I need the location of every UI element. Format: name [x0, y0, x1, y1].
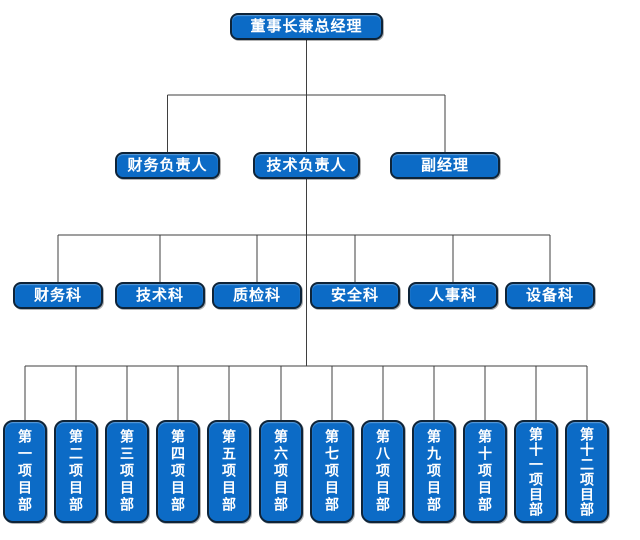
node-finance-lead: 财务负责人 — [115, 152, 220, 179]
node-project-dept-3: 第三项目部 — [105, 420, 149, 523]
node-project-dept-9: 第九项目部 — [412, 420, 456, 523]
node-finance-dept: 财务科 — [13, 282, 103, 309]
node-project-dept-4: 第四项目部 — [156, 420, 200, 523]
node-technical-dept: 技术科 — [115, 282, 205, 309]
node-technical-lead: 技术负责人 — [253, 152, 360, 179]
node-project-dept-2: 第二项目部 — [54, 420, 98, 523]
node-project-dept-12: 第十二项目部 — [565, 420, 609, 523]
node-project-dept-1: 第一项目部 — [3, 420, 47, 523]
connector-tech-lead-to-departments — [57, 179, 551, 366]
node-deputy-manager: 副经理 — [390, 152, 500, 179]
node-project-dept-10: 第十项目部 — [463, 420, 507, 523]
connector-root-to-managers — [167, 40, 446, 152]
node-hr-dept: 人事科 — [408, 282, 498, 309]
node-project-dept-7: 第七项目部 — [310, 420, 354, 523]
node-project-dept-6: 第六项目部 — [259, 420, 303, 523]
connector-trunk-to-projects — [24, 365, 588, 420]
node-safety-dept: 安全科 — [310, 282, 400, 309]
node-chairman-general-manager: 董事长兼总经理 — [230, 13, 383, 40]
node-project-dept-11: 第十一项目部 — [514, 420, 558, 523]
node-quality-inspection-dept: 质检科 — [212, 282, 302, 309]
node-project-dept-5: 第五项目部 — [207, 420, 251, 523]
node-equipment-dept: 设备科 — [505, 282, 595, 309]
node-project-dept-8: 第八项目部 — [361, 420, 405, 523]
